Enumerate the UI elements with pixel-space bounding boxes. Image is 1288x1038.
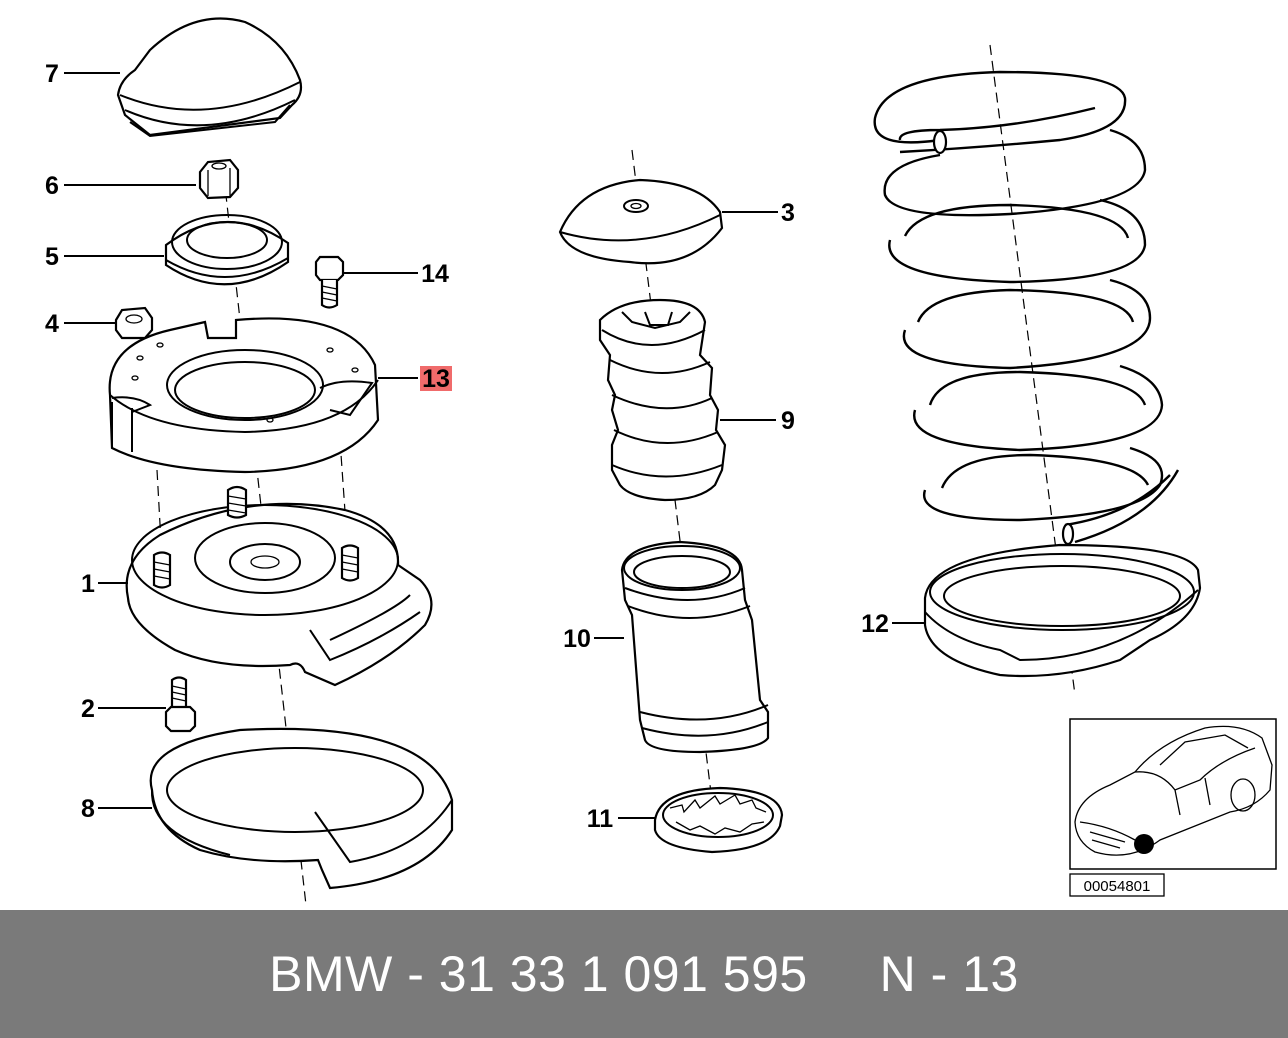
location-marker-icon <box>1134 834 1154 854</box>
leader-lines <box>64 72 924 819</box>
callout-9: 9 <box>781 407 795 435</box>
callout-10: 10 <box>563 625 591 653</box>
part-12-spring-pad <box>923 543 1202 678</box>
callout-6: 6 <box>45 172 59 200</box>
callout-11: 11 <box>587 805 614 833</box>
inset-label: 00054801 <box>1084 878 1151 895</box>
part-4-nut <box>114 306 154 340</box>
callout-13: 13 <box>422 365 450 393</box>
part-1-strut-mount <box>125 485 433 687</box>
callout-5: 5 <box>45 243 59 271</box>
callout-1: 1 <box>81 570 95 598</box>
callout-7: 7 <box>45 60 59 88</box>
part-14-bolt <box>314 255 345 309</box>
callout-14: 14 <box>421 260 449 288</box>
part-number-caption: BMW - 31 33 1 091 595 N - 13 <box>269 946 1019 1002</box>
callout-2: 2 <box>81 695 95 723</box>
part-2-bolt <box>164 676 197 733</box>
callout-8: 8 <box>81 795 95 823</box>
part-10-protective-tube <box>620 540 770 754</box>
part-6-nut <box>198 158 240 200</box>
callout-13-highlight <box>420 366 452 391</box>
callout-3: 3 <box>781 199 795 227</box>
part-13-support-plate <box>108 317 380 474</box>
callout-12: 12 <box>861 610 889 638</box>
part-3-cap <box>558 178 724 265</box>
part-7-dust-cap <box>116 17 303 138</box>
part-8-lower-seat <box>149 727 454 890</box>
part-12-coil-spring <box>873 70 1180 546</box>
part-5-bearing <box>164 214 290 286</box>
inset-car-location: 00054801 <box>1069 718 1277 897</box>
car-outline-icon <box>1074 725 1273 856</box>
footer-bar: BMW - 31 33 1 091 595 N - 13 <box>0 910 1288 1038</box>
callout-4: 4 <box>45 310 59 338</box>
parts-diagram: 7 6 5 4 1 2 8 3 9 10 11 12 14 13 0005480… <box>45 17 1277 906</box>
part-11-ring <box>653 786 784 854</box>
part-9-bump-stop <box>598 298 727 502</box>
